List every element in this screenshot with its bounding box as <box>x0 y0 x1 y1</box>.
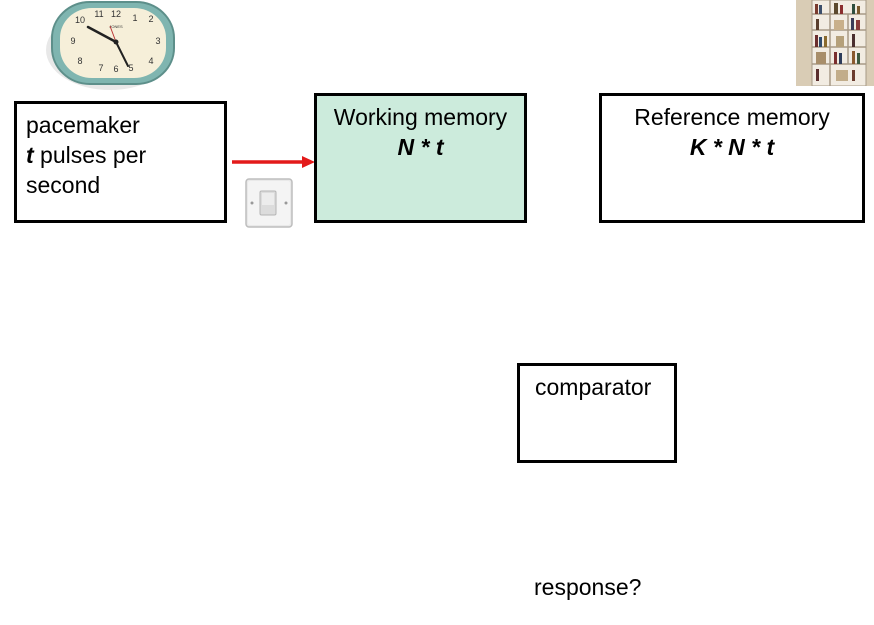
working-memory-title: Working memory <box>333 104 508 130</box>
clock-number-7: 7 <box>98 63 103 73</box>
pacemaker-rate-variable: t <box>26 142 34 168</box>
clock-number-1: 1 <box>132 13 137 23</box>
clock-number-12: 12 <box>111 9 121 19</box>
light-switch-image <box>245 178 293 228</box>
clock-number-8: 8 <box>77 56 82 66</box>
comparator-box: comparator <box>517 363 677 463</box>
working-memory-box: Working memory N * t <box>314 93 527 223</box>
wall-clock-image: 12 1 2 3 4 5 6 7 8 9 10 11 JONES <box>46 1 175 90</box>
reference-memory-title: Reference memory <box>634 104 830 130</box>
clock-number-3: 3 <box>155 36 160 46</box>
clock-number-4: 4 <box>148 56 153 66</box>
clock-number-10: 10 <box>75 15 85 25</box>
clock-number-2: 2 <box>148 14 153 24</box>
comparator-label: comparator <box>535 374 652 400</box>
clock-number-11: 11 <box>94 9 103 19</box>
reference-memory-box: Reference memory K * N * t <box>599 93 865 223</box>
clock-number-9: 9 <box>70 36 75 46</box>
response-label: response? <box>534 574 642 600</box>
clock-brand: JONES <box>109 24 123 29</box>
clock-number-5: 5 <box>128 63 133 73</box>
pacemaker-label: pacemaker <box>26 112 140 138</box>
working-memory-formula: N * t <box>397 134 444 160</box>
pacemaker-rate: t pulses per <box>26 140 224 170</box>
pacemaker-rate-text: pulses per <box>33 142 147 168</box>
bookshelf-image <box>796 0 874 86</box>
pacemaker-rate-unit: second <box>26 172 101 198</box>
reference-memory-formula: K * N * t <box>689 134 775 160</box>
pacemaker-box: pacemaker t pulses per second <box>14 101 227 223</box>
arrow-right-icon <box>232 156 315 168</box>
clock-number-6: 6 <box>113 64 118 74</box>
